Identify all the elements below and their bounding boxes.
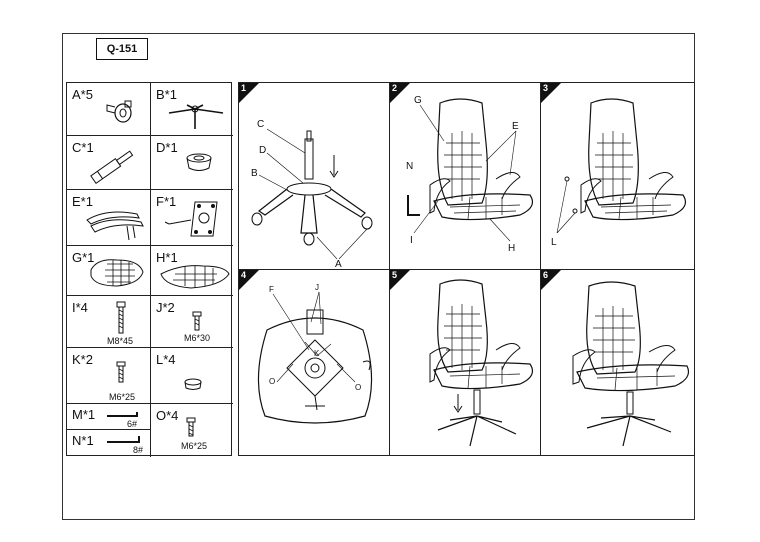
part-size: M6*25 (109, 392, 136, 402)
chair-icon: L (551, 98, 686, 248)
step-4-panel: 4 F J K O O (238, 269, 390, 456)
part-label: D*1 (156, 140, 178, 155)
part-size: M8*45 (107, 336, 134, 346)
five-star-base-icon (168, 104, 224, 129)
part-k-cell: K*2 M6*25 (67, 348, 151, 404)
chair-icon (429, 279, 533, 447)
step-badge (541, 83, 561, 103)
armrest-pair-icon (86, 211, 144, 241)
callout-l: L (551, 237, 557, 248)
hex-key-icon (107, 412, 138, 417)
step-badge (390, 83, 410, 103)
step-number: 3 (543, 83, 549, 93)
seat-underside-illustration: F J K O O (257, 283, 373, 424)
part-label: C*1 (72, 140, 94, 155)
callout-i: I (410, 235, 413, 246)
bolt-icon (116, 301, 126, 334)
callout-h: H (508, 243, 515, 254)
part-size: 6# (127, 419, 138, 429)
step-number: 4 (241, 270, 247, 280)
step-number: 5 (392, 270, 398, 280)
part-label: J*2 (156, 300, 175, 315)
callout-o-left: O (269, 377, 275, 386)
chair-icon (572, 281, 690, 447)
part-d-cell: D*1 (151, 136, 233, 190)
part-label: K*2 (72, 352, 93, 367)
chair-icon: G E N I H (406, 95, 533, 254)
part-c-cell: C*1 (67, 136, 151, 190)
part-label: F*1 (156, 194, 177, 209)
part-b-cell: B*1 (151, 83, 233, 136)
model-number: Q-151 (96, 38, 148, 60)
callout-f: F (269, 285, 274, 294)
part-f-cell: F*1 (151, 190, 233, 246)
part-size: M6*25 (181, 441, 208, 451)
step-badge (541, 270, 561, 290)
part-label: G*1 (72, 250, 95, 265)
part-l-cell: L*4 (151, 348, 233, 404)
callout-c: C (257, 119, 264, 130)
callout-a: A (335, 259, 342, 270)
step-badge (390, 270, 410, 290)
part-g-cell: G*1 (67, 246, 151, 296)
part-n-cell: N*1 8# (67, 430, 151, 457)
part-label: H*1 (156, 250, 178, 265)
cap-icon (184, 378, 202, 390)
step-number: 6 (543, 270, 549, 280)
callout-j: J (315, 283, 319, 292)
caster-wheel-icon (106, 100, 132, 123)
callout-d: D (259, 145, 266, 156)
part-h-cell: H*1 (151, 246, 233, 296)
part-label: O*4 (156, 408, 179, 423)
step-badge (239, 83, 259, 103)
part-a-cell: A*5 (67, 83, 151, 136)
callout-b: B (251, 168, 258, 179)
bolt-icon (116, 361, 126, 383)
callout-n: N (406, 161, 413, 172)
part-label: M*1 (72, 407, 96, 422)
part-m-cell: M*1 6# (67, 404, 151, 430)
part-label: N*1 (72, 433, 94, 448)
base-assembly-illustration: C D B A (251, 119, 373, 270)
bolt-icon (186, 417, 196, 437)
parts-list: A*5 B*1 C*1 D*1 (66, 82, 233, 457)
part-label: A*5 (72, 87, 93, 102)
part-i-cell: I*4 M8*45 (67, 296, 151, 348)
part-label: I*4 (72, 300, 88, 315)
gas-lift-icon (90, 150, 134, 184)
callout-k: K (314, 349, 320, 358)
step-2-panel: 2 G E N I H (389, 82, 541, 270)
callout-o-right: O (355, 383, 361, 392)
backrest-icon (90, 259, 144, 287)
step-1-panel: 1 C D B A (238, 82, 390, 270)
part-size: 8# (133, 445, 144, 455)
callout-g: G (414, 95, 422, 106)
seat-cushion-icon (160, 265, 230, 289)
part-label: E*1 (72, 194, 93, 209)
part-o-cell: O*4 M6*25 (151, 404, 233, 457)
part-label: B*1 (156, 87, 177, 102)
step-badge (239, 270, 259, 290)
base-cover-icon (186, 153, 212, 171)
step-number: 2 (392, 83, 398, 93)
part-size: M6*30 (184, 333, 211, 343)
bolt-icon (192, 311, 202, 331)
callout-e: E (512, 121, 519, 132)
part-e-cell: E*1 (67, 190, 151, 246)
hex-key-icon (107, 436, 140, 443)
step-3-panel: 3 L (540, 82, 695, 270)
tilt-mechanism-icon (164, 201, 218, 237)
step-6-panel: 6 (540, 269, 695, 456)
part-label: L*4 (156, 352, 176, 367)
step-number: 1 (241, 83, 247, 93)
part-j-cell: J*2 M6*30 (151, 296, 233, 348)
step-5-panel: 5 (389, 269, 541, 456)
